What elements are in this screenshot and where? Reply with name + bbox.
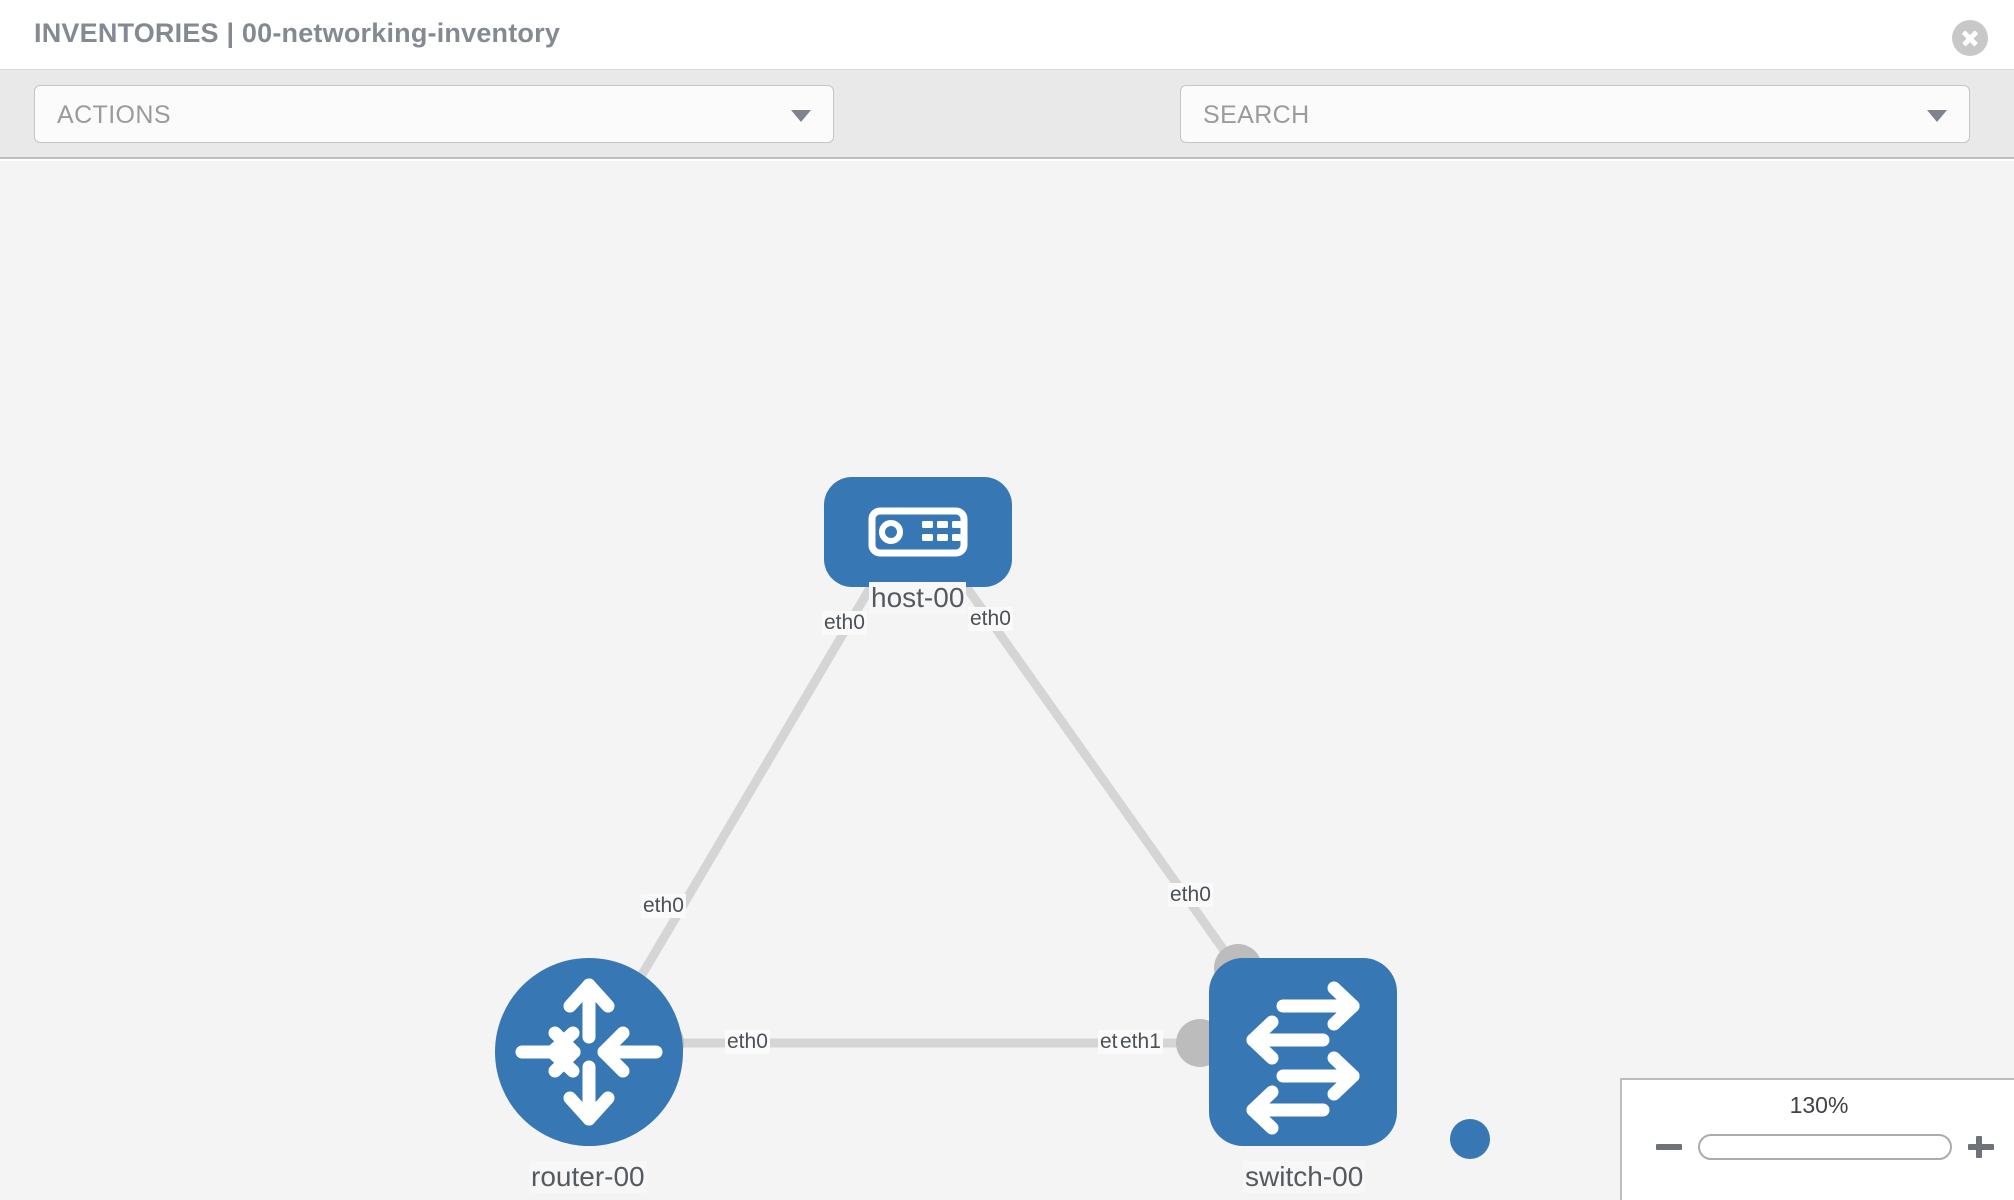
edge-host00-router00 [619, 558, 890, 1010]
actions-dropdown[interactable]: ACTIONS [34, 85, 834, 143]
zoom-control-panel: 130% [1620, 1078, 2014, 1200]
topology-graph [495, 477, 1397, 1146]
actions-dropdown-label: ACTIONS [57, 101, 171, 129]
search-input[interactable]: SEARCH [1180, 85, 1970, 143]
node-label-router-00: router-00 [529, 1161, 647, 1193]
node-label-host-00: host-00 [869, 582, 967, 614]
topology-edges [619, 558, 1244, 1048]
topology-connectors [636, 537, 1262, 1067]
iface-label-host00-left: eth0 [822, 611, 867, 635]
zoom-slider-thumb[interactable] [1450, 1119, 1490, 1159]
iface-label-switch00-left: eth1 [1118, 1030, 1163, 1054]
plus-icon[interactable] [1966, 1132, 1996, 1162]
search-placeholder: SEARCH [1203, 101, 1310, 129]
minus-icon[interactable] [1654, 1132, 1684, 1162]
toolbar: ACTIONS SEARCH [0, 70, 2014, 195]
chevron-down-icon [1927, 110, 1947, 122]
node-host-00 [824, 477, 1012, 587]
zoom-level-value: 130% [1789, 1092, 1849, 1118]
zoom-slider[interactable] [1698, 1134, 1952, 1160]
page-header: INVENTORIES | 00-networking-inventory [0, 0, 2014, 70]
page-title: INVENTORIES | 00-networking-inventory [34, 18, 561, 48]
chevron-down-icon [791, 110, 811, 122]
close-icon[interactable] [1952, 20, 1988, 56]
node-switch-00 [1209, 958, 1397, 1146]
iface-label-router00-right: eth0 [725, 1030, 770, 1054]
node-router-00 [495, 958, 683, 1146]
iface-label-router00-top: eth0 [641, 894, 686, 918]
iface-label-host00-right: eth0 [968, 607, 1013, 631]
topology-canvas[interactable]: host-00 router-00 switch-00 eth0 eth0 et… [0, 161, 2014, 1200]
node-label-switch-00: switch-00 [1243, 1161, 1366, 1193]
iface-label-switch00-top: eth0 [1168, 883, 1213, 907]
